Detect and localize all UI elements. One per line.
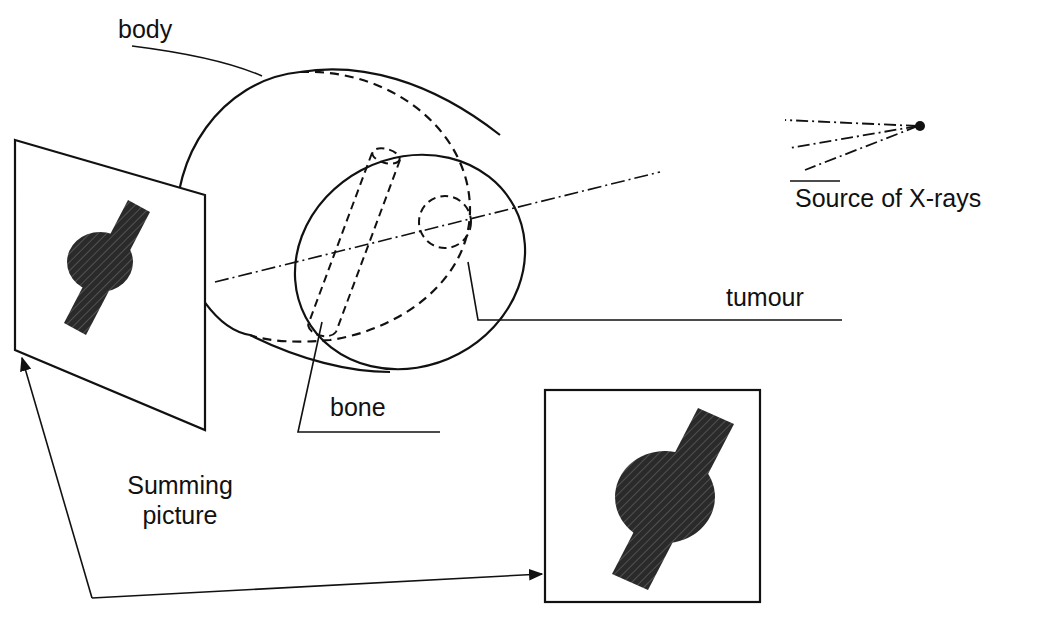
part-label: Source of X-rays <box>795 183 981 213</box>
leader-lines <box>132 46 842 432</box>
part-label: tumour <box>726 282 804 312</box>
inset-image <box>612 408 734 590</box>
film-image <box>64 200 150 335</box>
inset-picture <box>545 390 760 602</box>
caption-label: Summing picture <box>95 470 265 530</box>
body-outline <box>177 69 563 409</box>
film-plate <box>15 140 205 430</box>
bone-outline <box>308 146 401 337</box>
part-label: bone <box>330 392 386 422</box>
summing-arrows <box>22 358 542 598</box>
part-label: body <box>118 14 172 44</box>
tumour-outline <box>419 196 471 248</box>
xray-source <box>915 121 925 131</box>
xray-rays <box>785 120 918 170</box>
beam-axis <box>215 172 660 282</box>
